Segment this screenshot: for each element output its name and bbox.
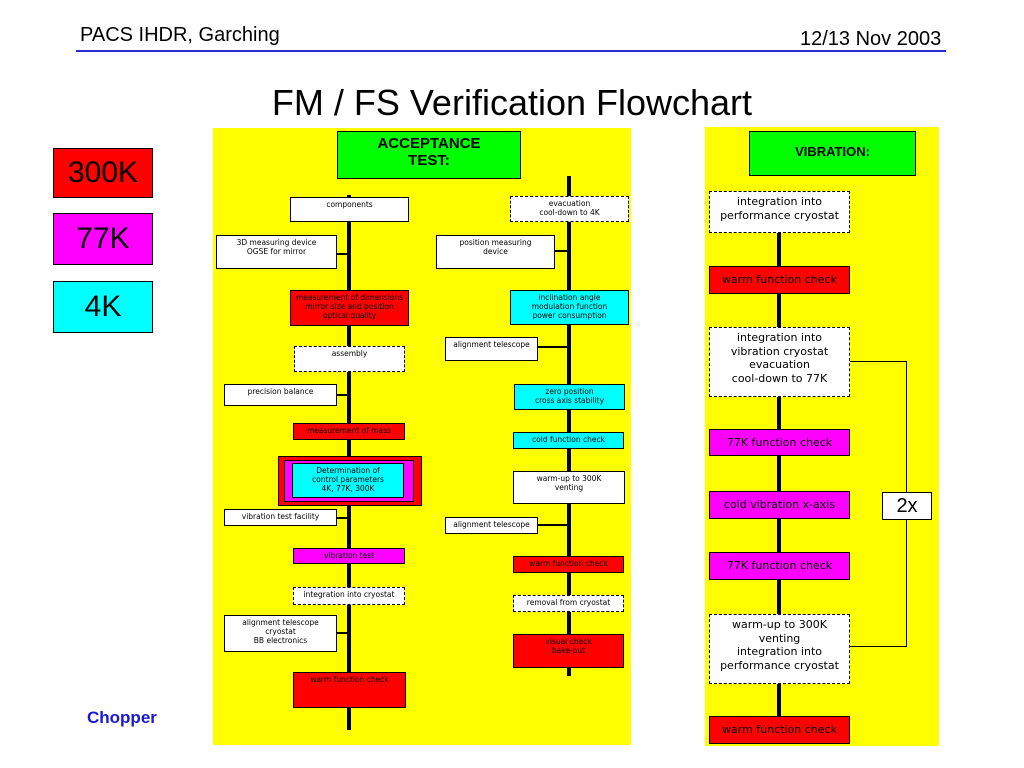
box-integration-into-cryostat: integration into cryostat: [293, 587, 405, 605]
legend-4k: 4K: [53, 281, 153, 333]
box-warm-function-check-right: warm function check: [513, 556, 624, 573]
repeat-2x-label: 2x: [882, 492, 932, 520]
box-vibration-test: vibration test: [293, 548, 405, 564]
box-warm-up-300k: warm-up to 300K venting: [513, 471, 625, 504]
vib-box-warm-function-check-1: warm function check: [709, 266, 850, 294]
chopper-label: Chopper: [87, 708, 157, 727]
box-cold-function-check: cold function check: [513, 432, 624, 449]
vib-box-77k-function-check-2: 77K function check: [709, 552, 850, 580]
box-assembly: assembly: [294, 346, 405, 372]
legend-300k: 300K: [53, 148, 153, 198]
header-rule: [76, 50, 946, 52]
acceptance-test-header: ACCEPTANCE TEST:: [337, 131, 521, 179]
vib-box-warm-up-300k: warm-up to 300K venting integration into…: [709, 614, 850, 684]
vib-box-integration-performance: integration into performance cryostat: [709, 191, 850, 233]
connector: [538, 524, 568, 526]
box-measurement-dimensions: measurement of dimensions mirror size an…: [290, 290, 409, 326]
vib-box-warm-function-check-2: warm function check: [709, 716, 850, 744]
box-position-measuring-device: position measuring device: [436, 235, 555, 269]
vibration-spine: [777, 192, 781, 737]
box-3d-measuring-device: 3D measuring device OGSE for mirror: [216, 235, 337, 269]
box-components: components: [290, 197, 409, 222]
box-alignment-telescope-bb: alignment telescope cryostat BB electron…: [224, 615, 337, 652]
legend-77k: 77K: [53, 213, 153, 265]
box-evacuation-cooldown-4k: evacuation cool-down to 4K: [510, 196, 629, 222]
vib-box-cold-vibration: cold vibration x-axis: [709, 491, 850, 519]
box-precision-balance: precision balance: [224, 384, 337, 406]
box-measurement-mass: measurement of mass: [293, 423, 405, 440]
vibration-header: VIBRATION:: [749, 131, 916, 176]
box-warm-function-check-left: warm function check: [293, 672, 406, 708]
header-right-date: 12/13 Nov 2003: [800, 28, 942, 50]
connector: [336, 253, 348, 255]
page-title: FM / FS Verification Flowchart: [271, 82, 753, 123]
connector: [538, 346, 568, 348]
header-left-text: PACS IHDR, Garching: [80, 24, 280, 46]
vib-box-77k-function-check-1: 77K function check: [709, 429, 850, 456]
acceptance-right-spine: [567, 176, 571, 676]
connector: [336, 517, 348, 519]
box-alignment-telescope-2: alignment telescope: [445, 517, 538, 534]
box-visual-check-bakeout: visual check bake-out: [513, 634, 624, 668]
connector: [554, 250, 568, 252]
box-removal-from-cryostat: removal from cryostat: [513, 595, 624, 612]
box-vibration-test-facility: vibration test facility: [224, 509, 337, 526]
connector: [336, 632, 348, 634]
box-alignment-telescope-1: alignment telescope: [445, 337, 538, 361]
box-zero-position: zero position cross axis stability: [514, 384, 625, 410]
box-inclination-angle: inclination angle modulation function po…: [510, 290, 629, 325]
vib-box-integration-vibration: integration into vibration cryostat evac…: [709, 327, 850, 397]
connector: [336, 394, 348, 396]
box-determination-control-parameters: Determination of control parameters 4K, …: [292, 463, 404, 498]
